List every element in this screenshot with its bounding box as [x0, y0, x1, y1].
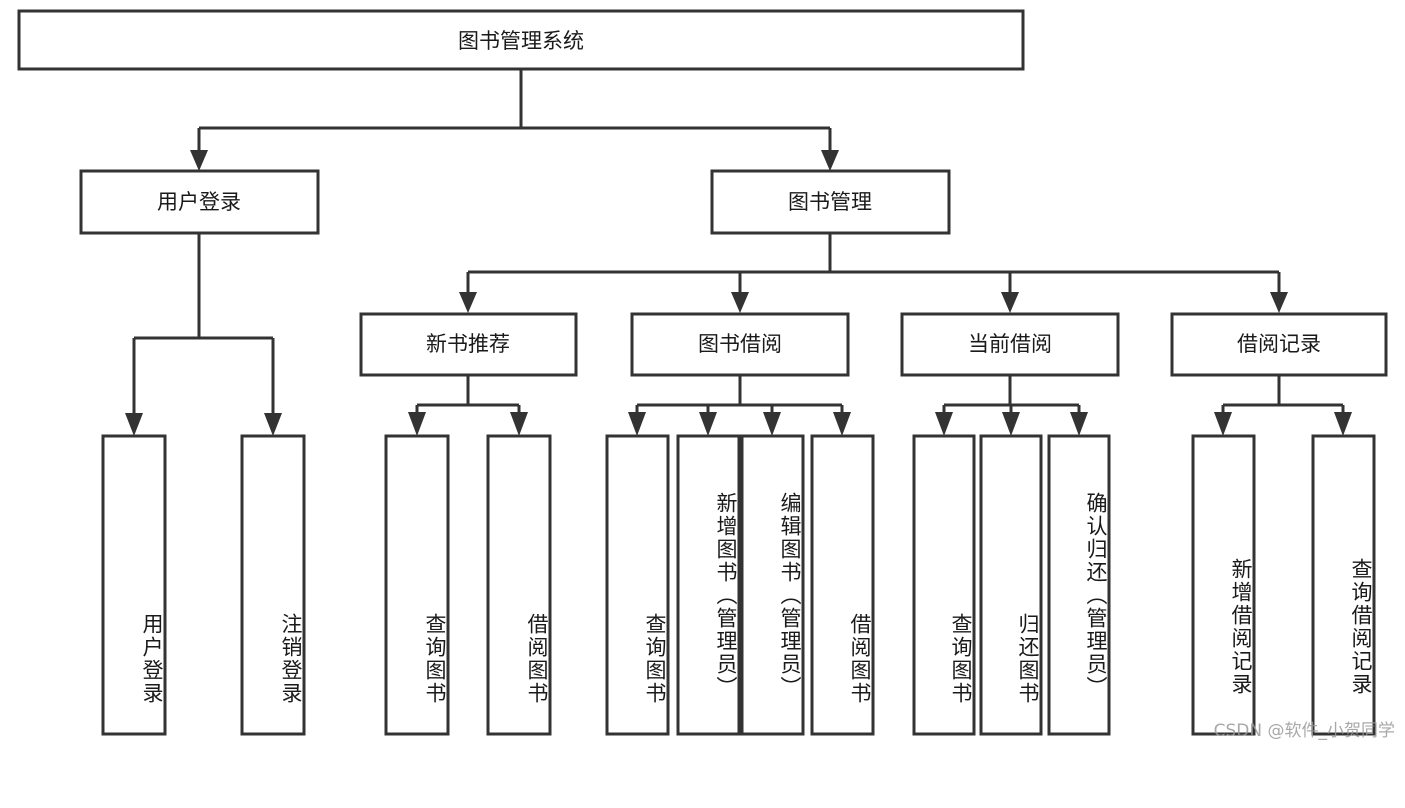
- node-root-label: 图书管理系统: [458, 29, 584, 53]
- node-book-borrow-label: 图书借阅: [698, 332, 782, 356]
- connectors-level1-bookmgmt-to-level2: [459, 233, 1288, 313]
- node-user-login-label: 用户登录: [157, 190, 241, 214]
- node-root[interactable]: 图书管理系统: [17, 9, 1025, 71]
- node-book-management[interactable]: 图书管理: [710, 169, 951, 235]
- connectors-currentborrow-to-leaves: [935, 375, 1088, 436]
- connectors-root-to-level1: [190, 69, 839, 171]
- node-current-borrow[interactable]: 当前借阅: [900, 312, 1120, 377]
- connectors-level1-userlogin-to-leaves: [125, 233, 282, 436]
- leaf-box-book-borrow-1[interactable]: [676, 434, 741, 736]
- node-borrow-record[interactable]: 借阅记录: [1170, 312, 1388, 377]
- connectors-borrowrecord-to-leaves: [1214, 375, 1352, 436]
- node-new-book-recommend-label: 新书推荐: [426, 332, 510, 356]
- leaf-box-book-borrow-2[interactable]: [740, 434, 805, 736]
- diagram-svg: 图书管理系统 用户登录 图书管理 新书推荐 图书借阅 当前借阅 借阅记录: [17, 9, 1388, 736]
- node-user-login[interactable]: 用户登录: [79, 169, 320, 235]
- leaf-box-current-borrow-1[interactable]: [979, 434, 1043, 736]
- leaf-box-user-login-0[interactable]: [101, 434, 167, 736]
- node-current-borrow-label: 当前借阅: [968, 332, 1052, 356]
- leaf-box-current-borrow-2[interactable]: [1047, 434, 1111, 736]
- leaf-box-user-login-1[interactable]: [240, 434, 306, 736]
- node-new-book-recommend[interactable]: 新书推荐: [359, 312, 578, 377]
- leaf-box-borrow-record-0[interactable]: [1191, 434, 1256, 736]
- leaf-box-book-borrow-3[interactable]: [810, 434, 875, 736]
- flowchart-canvas: 图书管理系统 用户登录 图书管理 新书推荐 图书借阅 当前借阅 借阅记录: [17, 9, 1395, 741]
- leaf-box-new-book-0[interactable]: [384, 434, 450, 736]
- node-borrow-record-label: 借阅记录: [1237, 332, 1321, 356]
- node-book-borrow[interactable]: 图书借阅: [630, 312, 850, 377]
- leaf-box-new-book-1[interactable]: [486, 434, 552, 736]
- csdn-watermark: CSDN @软件_小贺同学: [1213, 721, 1395, 741]
- leaf-box-current-borrow-0[interactable]: [912, 434, 976, 736]
- connectors-bookborrow-to-leaves: [628, 375, 851, 436]
- node-book-management-label: 图书管理: [788, 190, 872, 214]
- leaf-box-book-borrow-0[interactable]: [605, 434, 670, 736]
- leaf-box-borrow-record-1[interactable]: [1311, 434, 1376, 736]
- connectors-newbook-to-leaves: [408, 375, 528, 436]
